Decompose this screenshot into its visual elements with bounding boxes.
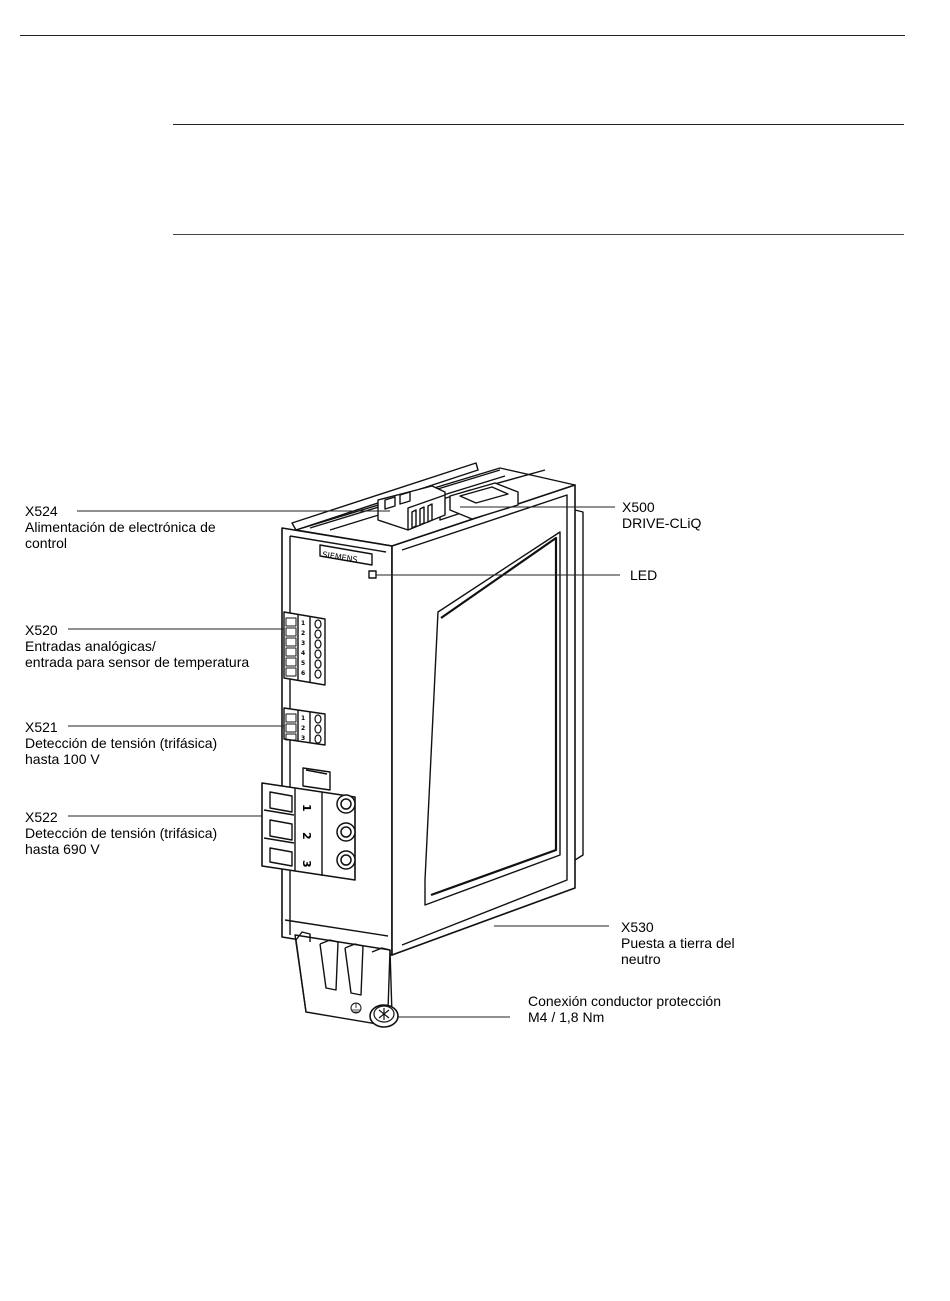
callout-x520-desc-1: Entradas analógicas/ [25, 638, 156, 654]
callout-x520-code: X520 [25, 622, 58, 638]
x520-pin-4: 4 [301, 650, 305, 657]
x524-connector [377, 485, 446, 531]
protective-earth-screw [369, 1004, 399, 1028]
callout-x500: X500 DRIVE-CLiQ [622, 499, 701, 531]
callout-x521-desc-2: hasta 100 V [25, 751, 100, 767]
callout-x530-desc-1: Puesta a tierra del [621, 935, 735, 951]
x521-pin-2: 2 [301, 725, 305, 732]
callout-x522-desc-1: Detección de tensión (trifásica) [25, 825, 218, 841]
x500-port [449, 482, 519, 520]
led-indicator [368, 570, 377, 579]
callout-x520-desc-2: entrada para sensor de temperatura [25, 654, 250, 670]
callout-x524: X524 Alimentación de electrónica de cont… [25, 503, 216, 551]
callout-x530-desc-2: neutro [621, 951, 661, 967]
callout-x524-desc-1: Alimentación de electrónica de [25, 519, 216, 535]
x522-pin-3: 3 [300, 860, 313, 868]
callout-x521: X521 Detección de tensión (trifásica) ha… [25, 719, 217, 767]
earth-bracket [294, 931, 399, 1028]
callout-pe-desc: Conexión conductor protección [528, 993, 722, 1009]
x522-pin-2: 2 [300, 832, 313, 840]
section-rule-top [173, 124, 904, 125]
x521-pin-3: 3 [301, 735, 305, 742]
x520-pin-1: 1 [301, 620, 305, 627]
callout-x500-code: X500 [622, 499, 655, 515]
callout-x521-code: X521 [25, 719, 58, 735]
callout-led: LED [630, 567, 657, 583]
x520-pin-3: 3 [301, 640, 305, 647]
x520-pin-5: 5 [301, 660, 305, 667]
x522-terminal-block: 1 2 3 [261, 767, 356, 881]
callout-pe-torque: M4 / 1,8 Nm [528, 1009, 605, 1025]
callout-x500-desc: DRIVE-CLiQ [622, 515, 702, 531]
x521-pin-1: 1 [301, 715, 305, 722]
side-panel [391, 484, 584, 956]
x522-pin-1: 1 [300, 804, 313, 812]
callout-x524-code: X524 [25, 503, 58, 519]
callout-x524-desc-2: control [25, 535, 68, 551]
x520-terminal-block: 1 2 3 4 5 6 [283, 611, 326, 686]
callout-x522-desc-2: hasta 690 V [25, 841, 100, 857]
header-rule [20, 35, 905, 36]
x520-pin-2: 2 [301, 630, 305, 637]
callout-x520: X520 Entradas analógicas/ entrada para s… [25, 622, 249, 670]
x520-pin-6: 6 [301, 670, 305, 677]
x521-terminal-block: 1 2 3 [283, 707, 326, 746]
section-rule-bottom [173, 234, 904, 235]
callout-x522-code: X522 [25, 809, 58, 825]
callout-x530: X530 Puesta a tierra del neutro [621, 919, 735, 967]
callout-pe: Conexión conductor protección M4 / 1,8 N… [528, 993, 721, 1025]
callout-x522: X522 Detección de tensión (trifásica) ha… [25, 809, 217, 857]
leader-lines [68, 506, 620, 1018]
callout-x530-code: X530 [621, 919, 654, 935]
callout-x521-desc-1: Detección de tensión (trifásica) [25, 735, 218, 751]
callout-led-code: LED [630, 567, 658, 583]
